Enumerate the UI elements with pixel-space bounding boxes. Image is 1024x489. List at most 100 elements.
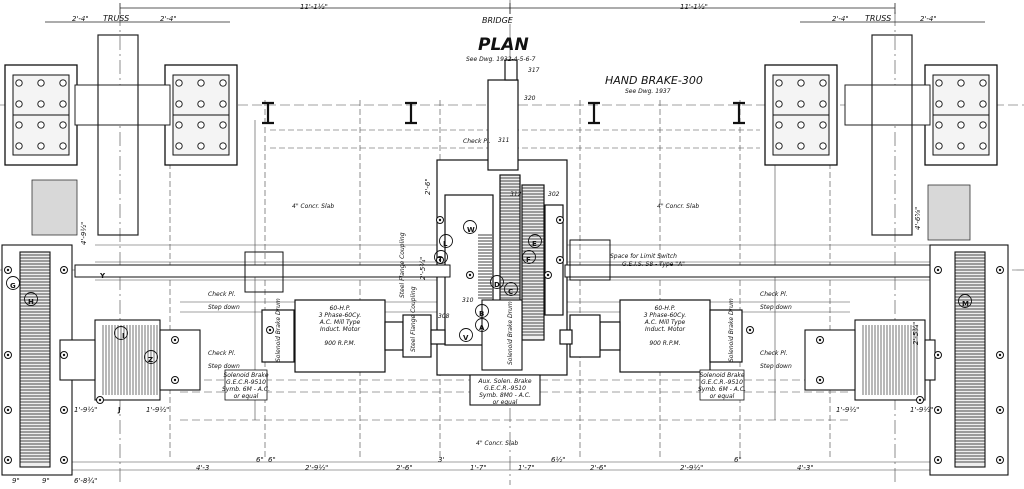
bolt-center bbox=[173, 378, 177, 382]
bottom-dim-4: 2'-6" bbox=[396, 464, 413, 472]
brake-drum-note-left: Solenoid Brake Drum bbox=[275, 298, 282, 362]
part-note-312: 312 bbox=[510, 191, 522, 198]
side-dim-0: 1'-9½" bbox=[74, 406, 97, 414]
bearing-box bbox=[764, 64, 838, 166]
brake-left-line2: G.E.C.R-9510 bbox=[226, 379, 266, 386]
bolt bbox=[775, 100, 783, 108]
bolt bbox=[957, 121, 965, 129]
bolt bbox=[59, 100, 67, 108]
brake-right-line2: G.E.C.R.-9510 bbox=[701, 379, 743, 386]
bolt-center bbox=[6, 268, 10, 272]
slab-label-left: 4" Concr. Slab bbox=[292, 203, 334, 210]
bolt-center bbox=[62, 408, 66, 412]
check-pl-right-lower: Check Pl. bbox=[760, 350, 788, 357]
bolt bbox=[175, 79, 183, 87]
bolt bbox=[935, 121, 943, 129]
concrete-pads bbox=[31, 179, 971, 241]
bottom-dim-0: 4'-3 bbox=[196, 464, 209, 472]
motor-right-body bbox=[559, 299, 743, 373]
check-pl-left: Check Pl. bbox=[208, 291, 236, 298]
motor-left-line2: 3 Phase-60Cy. bbox=[319, 312, 362, 319]
letter-ring bbox=[490, 275, 504, 289]
aux-brake-line1: Aux. Solen. Brake bbox=[477, 378, 531, 385]
bolt-circles bbox=[4, 216, 1004, 464]
bolt bbox=[979, 121, 987, 129]
part-note-302: 302 bbox=[548, 191, 560, 198]
bolt bbox=[935, 100, 943, 108]
gear-letter-G: G bbox=[10, 282, 16, 290]
gear-letter-E: E bbox=[532, 240, 537, 248]
bolt-center bbox=[818, 378, 822, 382]
bearing-box bbox=[4, 64, 78, 166]
motor-right-line3: A.C. Mill Type bbox=[644, 319, 686, 326]
letter-ring bbox=[528, 234, 542, 248]
gear-letter-H: H bbox=[28, 298, 34, 306]
bolt-center bbox=[62, 353, 66, 357]
gear-letter-markers bbox=[6, 220, 972, 364]
aux-brake-line2: G.E.C.R.-9510 bbox=[484, 385, 526, 392]
bolt bbox=[197, 79, 205, 87]
gear-letter-B: B bbox=[479, 310, 484, 318]
bolt-center bbox=[438, 258, 442, 262]
bolt bbox=[935, 79, 943, 87]
bolt-center bbox=[918, 398, 922, 402]
bridge-label: BRIDGE bbox=[482, 16, 514, 25]
bolt-center bbox=[173, 338, 177, 342]
bottom-dim-12: 4'-3" bbox=[797, 464, 814, 472]
bolt-center bbox=[998, 268, 1002, 272]
bolt bbox=[219, 142, 227, 150]
bolt bbox=[197, 121, 205, 129]
brake-note-left-box bbox=[224, 369, 268, 401]
bolt bbox=[979, 142, 987, 150]
pinion-teeth bbox=[478, 234, 492, 299]
brake-note-right-box bbox=[699, 369, 745, 401]
bottom-dim-2: 6" bbox=[268, 456, 276, 464]
bolt bbox=[935, 142, 943, 150]
part-note-320: 320 bbox=[524, 95, 536, 102]
motor-right-rpm: 900 R.P.M. bbox=[649, 340, 680, 347]
bolt bbox=[775, 142, 783, 150]
plan-title: PLAN bbox=[478, 35, 529, 55]
bottom-dim-11: 6" bbox=[734, 456, 742, 464]
motor-left-line1: 60-H.P. bbox=[330, 305, 351, 312]
brake-left-line1: Solenoid Brake bbox=[223, 372, 268, 379]
bolt-center bbox=[998, 408, 1002, 412]
slab-label-bottom: 4" Concr. Slab bbox=[476, 440, 518, 447]
gear-letter-A: A bbox=[479, 324, 485, 332]
gear-letter-Z: Z bbox=[148, 356, 153, 364]
bolt-center bbox=[546, 273, 550, 277]
top-dim-right: 11'-1½" bbox=[680, 3, 708, 11]
bolt-center bbox=[468, 273, 472, 277]
bolt bbox=[59, 79, 67, 87]
bolt bbox=[957, 79, 965, 87]
step-down-right: Step down bbox=[760, 304, 792, 311]
bolt-center bbox=[558, 258, 562, 262]
letter-ring bbox=[504, 282, 518, 296]
bolt bbox=[175, 142, 183, 150]
gear-letter-D: D bbox=[494, 281, 500, 289]
step-down-left: Step down bbox=[208, 304, 240, 311]
gear-letter-I: I bbox=[122, 332, 125, 340]
hand-brake-title: HAND BRAKE-300 bbox=[605, 74, 703, 87]
bolt-center bbox=[818, 338, 822, 342]
check-pl-left-lower: Check Pl. bbox=[208, 350, 236, 357]
bolt-center bbox=[268, 328, 272, 332]
letter-ring bbox=[463, 220, 477, 234]
gear-letter-L: L bbox=[443, 240, 448, 248]
bolt-center bbox=[6, 353, 10, 357]
side-dim-6: 4'-9½" bbox=[80, 222, 88, 245]
bolt bbox=[797, 121, 805, 129]
gear-letter-V: V bbox=[463, 334, 469, 342]
bearing-box bbox=[924, 64, 998, 166]
letter-ring bbox=[6, 276, 20, 290]
bottom-dim-10: 2'-9½" bbox=[680, 464, 703, 472]
truss-left-dim-b: 2'-4" bbox=[160, 15, 177, 23]
bolt bbox=[819, 142, 827, 150]
gear-letter-T: T bbox=[438, 256, 443, 264]
bottom-dim-1: 6" bbox=[256, 456, 264, 464]
coupling-note-left-lower: Steel Flange Coupling bbox=[410, 286, 417, 352]
letter-ring bbox=[144, 350, 158, 364]
bolt-center bbox=[936, 353, 940, 357]
bolt bbox=[15, 79, 23, 87]
